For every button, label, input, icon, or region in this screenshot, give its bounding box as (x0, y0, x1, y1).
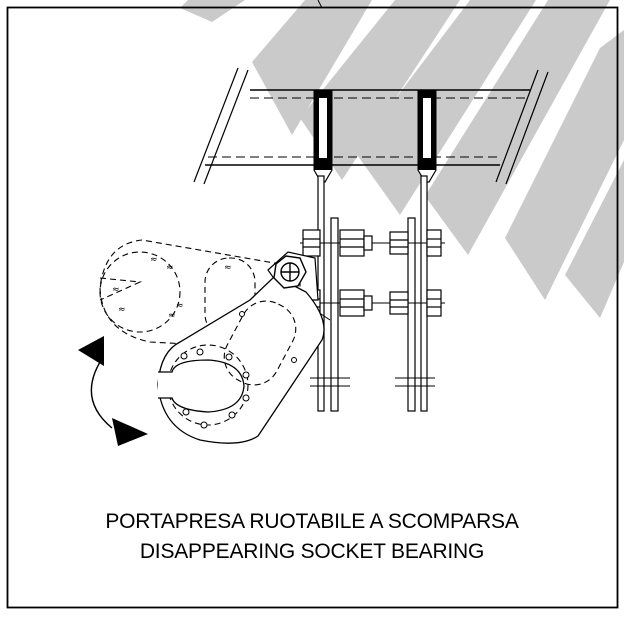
caption-italian: PORTAPRESA RUOTABILE A SCOMPARSA (105, 510, 519, 533)
svg-text:≈: ≈ (118, 305, 126, 315)
bolt-symbol-icon (273, 255, 307, 289)
socket-bearing-deployed (157, 275, 325, 444)
svg-text:≈: ≈ (176, 301, 184, 311)
svg-text:≈: ≈ (224, 263, 232, 273)
support-beam (193, 67, 549, 185)
caption-english: DISAPPEARING SOCKET BEARING (139, 540, 485, 563)
svg-text:≈: ≈ (112, 285, 120, 295)
drawing-frame (6, 6, 619, 609)
retracted-bolt-marks: ≈ ≈ ≈ ≈ ≈ ≈ ≈ (112, 255, 232, 321)
svg-text:≈: ≈ (150, 255, 158, 265)
bolt-row-upper (300, 229, 445, 257)
frame-top-notch (317, 0, 323, 9)
svg-text:≈: ≈ (166, 263, 174, 273)
svg-text:≈: ≈ (168, 311, 176, 321)
deployed-bolt-marks (180, 311, 297, 429)
watermark-stripes (180, 0, 624, 318)
rotate-arrow-icon (78, 336, 148, 446)
